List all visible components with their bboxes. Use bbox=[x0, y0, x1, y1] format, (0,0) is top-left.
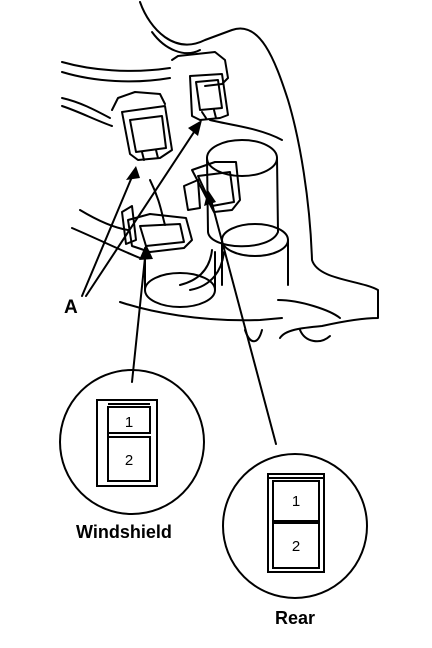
relay-cylinders bbox=[144, 139, 289, 308]
windshield-label: Windshield bbox=[76, 522, 172, 542]
connector-a-lower bbox=[111, 91, 173, 161]
arrow-to-connector-a-upper bbox=[188, 120, 202, 136]
windshield-pin-2: 2 bbox=[125, 452, 133, 469]
windshield-detail-circle bbox=[59, 369, 205, 515]
connector-a-upper bbox=[171, 51, 229, 121]
arrowheads bbox=[126, 120, 216, 260]
rear-label: Rear bbox=[275, 608, 316, 628]
housing-outline bbox=[119, 1, 379, 343]
arrow-to-rear-connector bbox=[204, 190, 216, 206]
arrow-to-windshield-connector bbox=[139, 244, 153, 260]
rear-detail-circle bbox=[222, 453, 368, 599]
arrow-to-connector-a-lower bbox=[126, 166, 140, 180]
part-a-label: A bbox=[64, 297, 78, 318]
leader-lines bbox=[81, 125, 277, 445]
rear-pin-1: 1 bbox=[292, 493, 300, 510]
rear-pin-2: 2 bbox=[292, 538, 300, 555]
connector-windshield-body bbox=[121, 205, 193, 253]
rear-detail bbox=[222, 453, 368, 599]
windshield-pin-1: 1 bbox=[125, 414, 133, 431]
windshield-detail bbox=[59, 369, 205, 515]
